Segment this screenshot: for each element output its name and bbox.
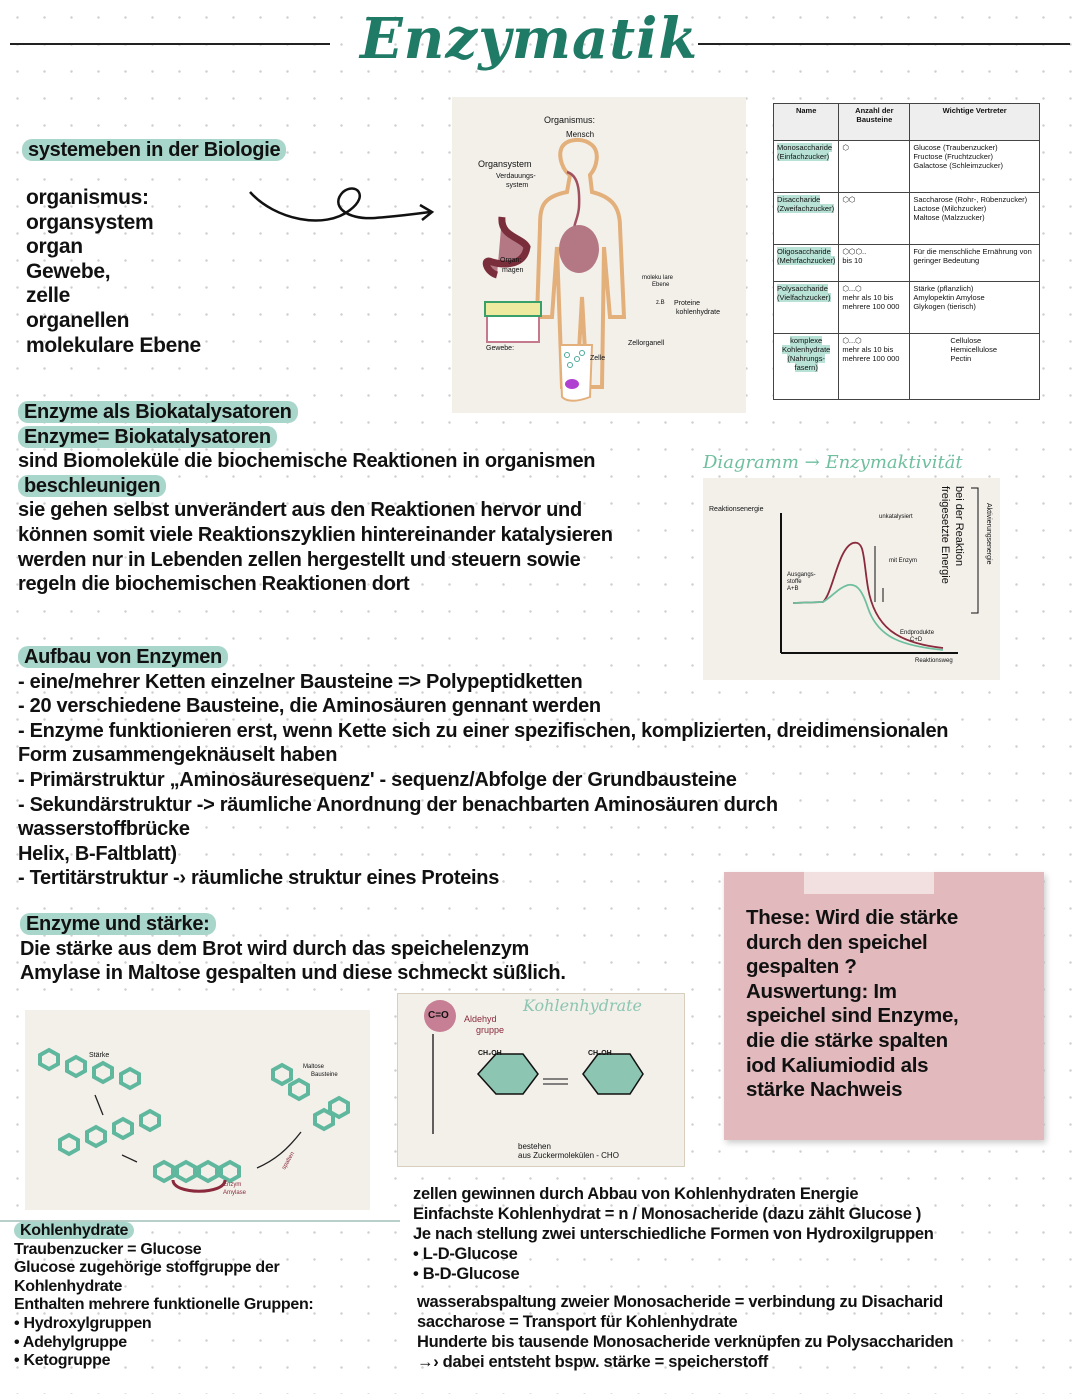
list-item: organ [26,235,83,259]
label: Maltose [303,1064,325,1070]
label: Verdauungs- [496,173,536,180]
label: Mensch [566,130,595,139]
enzyme-activity-diagram: Reaktionsenergie Reaktionsweg Ausgangs-s… [703,478,1000,680]
list-item: Gewebe, [26,259,111,283]
label: moleku lare [642,275,674,281]
label: Amylase [223,1190,247,1196]
aufbau-section: Aufbau von Enzymen - eine/mehrer Ketten … [18,646,949,890]
table-row: Polysaccharide(Vielfachzucker)⬡...⬡mehr … [772,280,1040,334]
label: Organsystem [478,159,532,169]
label: z.B [656,300,665,306]
diagram-title: Diagramm → Enzymaktivität [703,452,963,473]
table-row: Monosaccharide(Einfachzucker)⬡Glucose (T… [772,140,1040,193]
label: system [506,182,529,189]
page-title: Enzymatik [360,6,699,72]
section-heading: Enzyme als Biokatalysatoren [18,401,298,423]
list-item: organsystem [26,210,154,234]
label: Ebene [652,282,670,288]
label: Organismus: [544,115,596,125]
label: kohlenhydrate [676,309,720,316]
column-header: Name [772,102,840,142]
organism-figure: Organismus: Mensch Organsystem Verdauung… [452,97,746,413]
label: CH₂OH [588,1050,612,1057]
polysaccharide-section: wasserabspaltung zweier Monosacheride = … [417,1293,954,1371]
list-item: organellen [26,308,130,332]
table-row: Disaccharide(Zweifachzucker)⬡⬡Saccharose… [772,191,1040,245]
list-item: zelle [26,284,71,308]
activation-energy-label: Aktivierungsenergie [985,503,992,565]
section-heading: Enzyme und stärke: [20,913,216,935]
list-item: molekulare Ebene [26,333,201,357]
label: Zelle [590,355,606,362]
label: Organ: [500,257,522,264]
label: Stärke [89,1052,110,1059]
list-item: organismus: [26,186,149,209]
column-header: Anzahl der Bausteine [838,102,911,142]
table-row: Oligosaccharide(Mehrfachzucker)⬡⬡⬡..bis … [772,243,1040,282]
label: Proteine [674,300,701,307]
label: C=O [428,1010,449,1021]
section-heading: Kohlenhydrate [14,1222,135,1239]
energie-section: zellen gewinnen durch Abbau von Kohlenhy… [413,1185,934,1283]
biokatalysatoren-section: Enzyme als Biokatalysatoren Enzyme= Biok… [18,401,613,596]
label: magen [502,267,524,274]
systemebenen-heading: systemeben in der Biologie [22,138,287,163]
label: Gewebe: [486,345,515,352]
uncatalyzed-label: unkatalysiert [879,514,913,520]
y-axis-label: Reaktionsenergie [709,506,764,513]
starch-figure: Stärke Maltose Bausteine Enzym Amylase s… [25,1010,370,1210]
label: CH₂OH [478,1050,502,1057]
label: Zellorganell [628,340,665,347]
catalyzed-label: mit Enzym [889,558,918,564]
divider [0,1220,400,1222]
label: Enzym [223,1182,242,1188]
curly-arrow-icon [249,187,435,222]
section-heading: Aufbau von Enzymen [18,646,228,668]
title-rule-left [10,43,330,45]
column-header: Wichtige Vertreter [909,102,1040,142]
staerke-section: Enzyme und stärke: Die stärke aus dem Br… [20,913,566,985]
chem-title: Kohlenhydrate [523,996,643,1015]
systemebenen-list: organismus: organsystem organ Gewebe, ze… [26,186,201,358]
label: Bausteine [311,1072,338,1078]
x-axis-label: Reaktionsweg [915,658,953,664]
title-rule-right [698,43,1070,45]
tape [804,860,934,894]
